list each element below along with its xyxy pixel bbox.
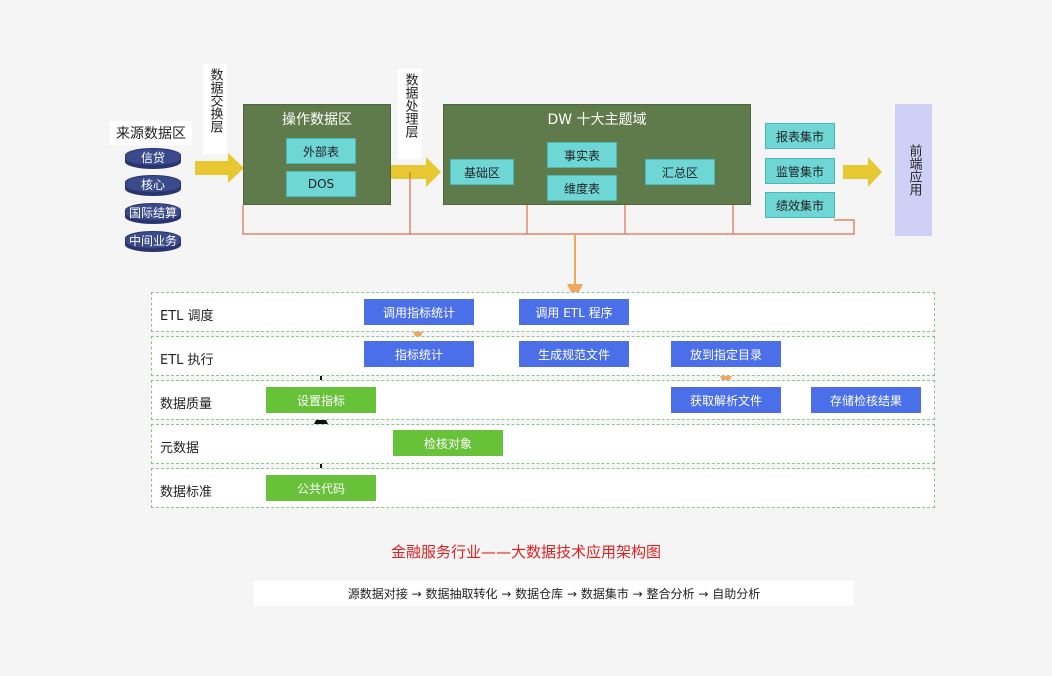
frontend-text: 前端应用 [906,144,922,196]
source-item-middle: 中间业务 [125,231,181,249]
box-gen-file: 生成规范文件 [519,341,629,367]
footer-flow: 源数据对接 → 数据抽取转化 → 数据仓库 → 数据集市 → 整合分析 → 自助… [254,581,854,606]
mart-regulatory: 监管集市 [765,158,835,184]
source-item-credit: 信贷 [125,148,181,166]
lane-label: ETL 调度 [160,309,214,324]
source-title: 来源数据区 [110,121,192,145]
processing-layer-text: 数据处理层 [402,73,418,138]
lane-label: ETL 执行 [160,353,214,368]
lane-label: 数据质量 [160,397,213,412]
exchange-layer-text: 数据交换层 [207,68,223,133]
box-call-etl: 调用 ETL 程序 [519,299,629,325]
ods-zone: 操作数据区 外部表 DOS [243,104,391,205]
box-get-parse: 获取解析文件 [671,387,781,413]
mart-performance: 绩效集市 [765,192,835,218]
box-index-stat: 指标统计 [364,341,474,367]
source-item-core: 核心 [125,175,181,193]
ods-dos: DOS [286,171,356,197]
mart-report: 报表集市 [765,123,835,149]
lane-metadata: 元数据 [151,424,935,464]
diagram-caption: 金融服务行业——大数据技术应用架构图 [390,543,661,561]
source-item-intl: 国际结算 [125,203,181,221]
box-set-index: 设置指标 [266,387,376,413]
frontend-app: 前端应用 [895,104,932,236]
ods-external-table: 外部表 [286,138,356,164]
exchange-layer-label: 数据交换层 [203,64,227,154]
dw-zone: DW 十大主题域 基础区 事实表 维度表 汇总区 [443,104,751,205]
feedback-lines [242,172,855,235]
ods-title: 操作数据区 [282,112,352,128]
box-public-code: 公共代码 [266,475,376,501]
dw-fact: 事实表 [547,142,617,168]
processing-layer-label: 数据处理层 [398,69,422,159]
box-store-result: 存储检核结果 [811,387,921,413]
dw-dim: 维度表 [547,175,617,201]
box-call-index-stat: 调用指标统计 [364,299,474,325]
lane-label: 元数据 [160,441,200,456]
dw-base: 基础区 [450,159,514,185]
dw-summary: 汇总区 [645,159,715,185]
lane-label: 数据标准 [160,485,213,500]
dw-title: DW 十大主题域 [547,112,647,128]
box-put-dir: 放到指定目录 [671,341,781,367]
box-check-object: 检核对象 [393,430,503,456]
